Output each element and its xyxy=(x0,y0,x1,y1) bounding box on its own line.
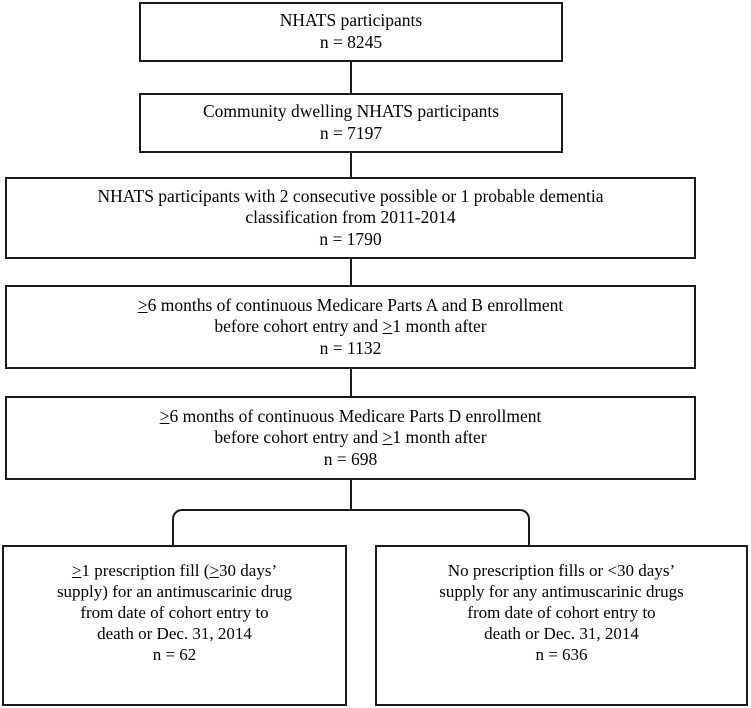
node-6-line-2: supply) for an antimuscarinic drug xyxy=(56,581,293,601)
connector-node1-node2 xyxy=(350,61,352,94)
geq-symbol: > xyxy=(71,561,82,580)
connector-node4-node5 xyxy=(350,368,352,397)
node-5-line-1: >6 months of continuous Medicare Parts D… xyxy=(160,406,542,428)
node-7-count: n = 636 xyxy=(535,644,588,664)
node-2-count: n = 7197 xyxy=(319,123,383,143)
node-4-line-2-text: 1 month after xyxy=(392,316,487,337)
node-4-line-2-pre: before cohort entry and xyxy=(214,316,383,337)
node-5-count: n = 698 xyxy=(323,448,378,469)
node-5-line-2: before cohort entry and >1 month after xyxy=(214,427,486,449)
node-6-line-3: from date of cohort entry to xyxy=(80,602,269,622)
node-6-line-1-a: 1 prescription fill ( xyxy=(81,561,210,580)
geq-symbol: > xyxy=(137,294,148,315)
node-3-count: n = 1790 xyxy=(319,228,382,249)
flow-node-exposed-antimuscarinic: >1 prescription fill (>30 days’ supply) … xyxy=(2,545,347,706)
node-5-line-1-text: 6 months of continuous Medicare Parts D … xyxy=(169,405,542,426)
flow-node-medicare-parts-ab: >6 months of continuous Medicare Parts A… xyxy=(5,285,696,369)
node-3-line-2: classification from 2011-2014 xyxy=(245,207,456,228)
node-2-line-1: Community dwelling NHATS participants xyxy=(202,101,500,122)
flow-node-unexposed-antimuscarinic: No prescription fills or <30 days’ suppl… xyxy=(375,545,748,706)
connector-node5-split xyxy=(350,479,352,511)
node-6-line-4: death or Dec. 31, 2014 xyxy=(97,623,252,643)
connector-node2-node3 xyxy=(350,152,352,178)
connector-node3-node4 xyxy=(350,258,352,286)
geq-symbol: > xyxy=(209,561,220,580)
node-7-line-1: No prescription fills or <30 days’ xyxy=(447,561,676,580)
split-bracket-connector xyxy=(172,509,530,547)
node-7-line-4: death or Dec. 31, 2014 xyxy=(484,623,639,643)
node-4-line-2: before cohort entry and >1 month after xyxy=(214,316,486,338)
node-6-count: n = 62 xyxy=(152,644,197,664)
flow-node-medicare-part-d: >6 months of continuous Medicare Parts D… xyxy=(5,396,696,480)
node-1-line-1: NHATS participants xyxy=(279,10,423,31)
node-4-line-1-text: 6 months of continuous Medicare Parts A … xyxy=(147,294,564,315)
flow-node-community-dwelling: Community dwelling NHATS participants n … xyxy=(139,93,563,153)
flow-node-dementia-classification: NHATS participants with 2 consecutive po… xyxy=(5,177,696,259)
node-3-line-1: NHATS participants with 2 consecutive po… xyxy=(97,185,604,206)
node-1-count: n = 8245 xyxy=(319,32,383,52)
node-7-line-2: supply for any antimuscarinic drugs xyxy=(439,581,684,601)
node-4-line-1: >6 months of continuous Medicare Parts A… xyxy=(138,295,563,317)
node-5-line-2-pre: before cohort entry and xyxy=(214,427,383,448)
geq-symbol: > xyxy=(382,316,393,337)
node-5-line-2-text: 1 month after xyxy=(392,427,487,448)
node-6-line-1: >1 prescription fill (>30 days’ xyxy=(72,561,277,582)
geq-symbol: > xyxy=(159,405,170,426)
geq-symbol: > xyxy=(382,427,393,448)
flow-node-nhats-participants: NHATS participants n = 8245 xyxy=(139,2,563,62)
node-4-count: n = 1132 xyxy=(319,337,382,358)
node-6-line-1-b: 30 days’ xyxy=(219,561,278,580)
node-7-line-3: from date of cohort entry to xyxy=(467,602,656,622)
